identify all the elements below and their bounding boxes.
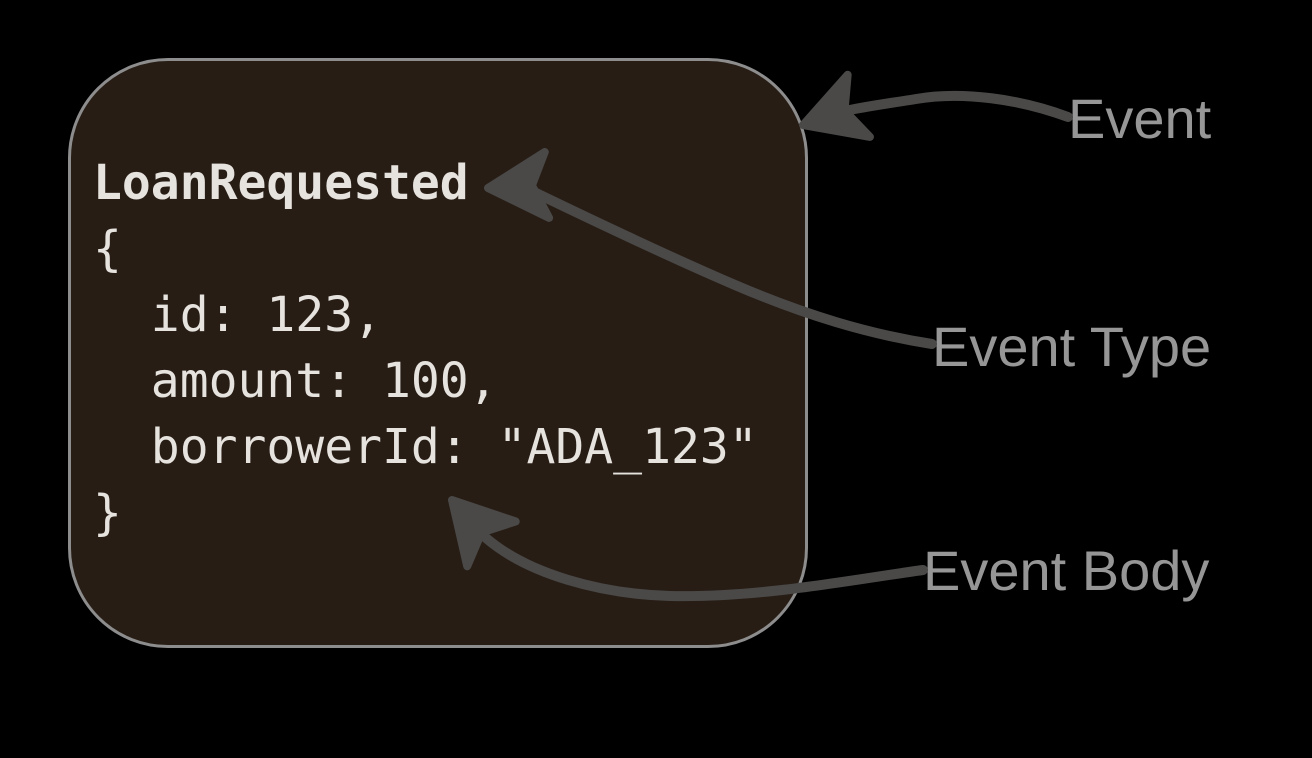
label-event: Event bbox=[1068, 87, 1212, 150]
code-line-id: id: 123, bbox=[93, 287, 382, 343]
event-arrow-line bbox=[840, 90, 1073, 122]
code-line-open-brace: { bbox=[93, 221, 122, 277]
event-type-name: LoanRequested bbox=[93, 155, 469, 211]
event-card: LoanRequested { id: 123, amount: 100, bor… bbox=[68, 58, 808, 648]
label-event-type: Event Type bbox=[932, 315, 1212, 378]
code-line-amount: amount: 100, bbox=[93, 353, 498, 409]
code-line-close-brace: } bbox=[93, 485, 122, 541]
code-line-borrower-id: borrowerId: "ADA_123" bbox=[93, 419, 758, 475]
event-code-block: LoanRequested { id: 123, amount: 100, bor… bbox=[93, 150, 758, 546]
label-event-body: Event Body bbox=[923, 539, 1210, 602]
